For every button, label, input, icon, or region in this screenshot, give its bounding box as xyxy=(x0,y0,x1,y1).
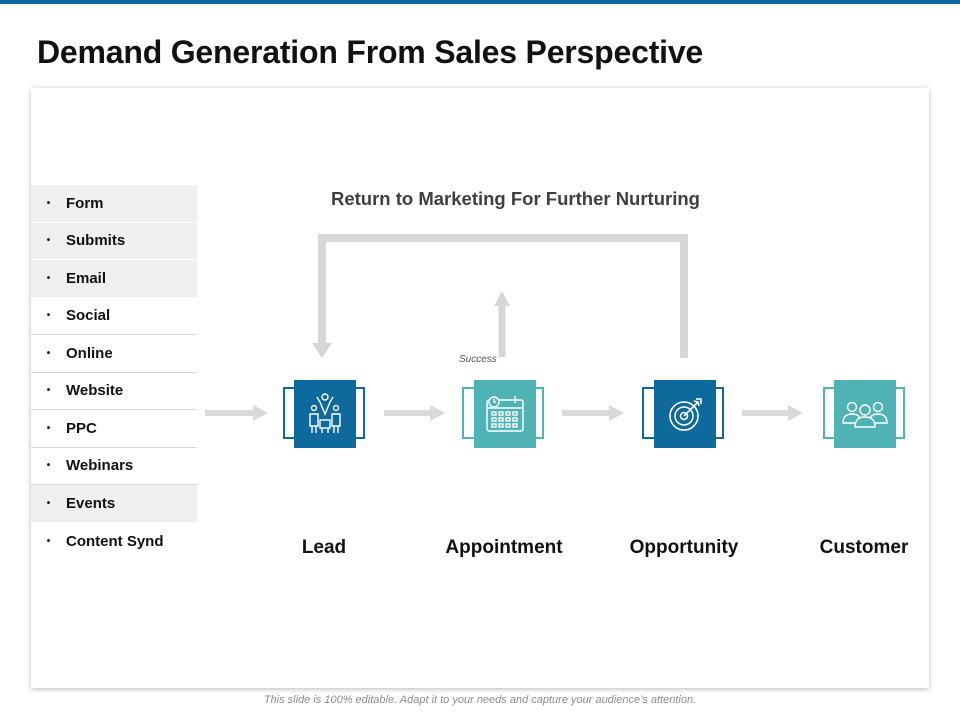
bullet-icon: • xyxy=(46,535,51,547)
channel-item: • Content Synd xyxy=(31,522,197,560)
appointment-to-opportunity-arrow xyxy=(562,405,624,421)
top-accent-bar xyxy=(0,0,960,4)
calendar-icon xyxy=(486,396,524,432)
appointment-box xyxy=(474,380,536,448)
slide-title: Demand Generation From Sales Perspective xyxy=(37,34,704,70)
stage-label-lead: Lead xyxy=(301,537,347,558)
feedback-arrowhead xyxy=(312,343,332,358)
lead-box xyxy=(294,380,356,448)
bullet-icon: • xyxy=(46,385,51,397)
bullet-icon: • xyxy=(46,460,51,472)
channel-label: Online xyxy=(66,344,113,362)
channel-label: Webinars xyxy=(66,457,134,475)
channel-label: Submits xyxy=(66,232,126,250)
stage-label-customer: Customer xyxy=(819,537,909,558)
bullet-icon: • xyxy=(46,197,51,209)
channel-item: • Website xyxy=(31,372,197,410)
channel-item: • PPC xyxy=(31,410,197,448)
bullet-icon: • xyxy=(46,422,51,434)
channels-to-lead-arrow xyxy=(205,405,268,421)
channel-list: • Form • Submits • Email • Social • Online • W… xyxy=(31,185,197,560)
channel-item: • Submits xyxy=(31,222,197,260)
target-icon xyxy=(669,398,702,431)
stage-label-opportunity: Opportunity xyxy=(629,537,739,558)
channel-label: Form xyxy=(66,194,104,212)
channel-item: • Webinars xyxy=(31,447,197,485)
bullet-icon: • xyxy=(46,310,51,322)
channel-label: Website xyxy=(66,382,124,400)
channel-label: Events xyxy=(66,494,116,512)
channel-item: • Online xyxy=(31,335,197,373)
channel-label: Email xyxy=(66,269,107,287)
channel-item: • Form xyxy=(31,185,197,223)
channel-item: • Social xyxy=(31,297,197,335)
success-arrowhead xyxy=(494,291,510,306)
stage-label-appointment: Appointment xyxy=(445,537,563,558)
channel-item: • Email xyxy=(31,260,197,298)
bullet-icon: • xyxy=(46,235,51,247)
feedback-label: Return to Marketing For Further Nurturin… xyxy=(331,188,700,209)
customer-box xyxy=(834,380,896,448)
bullet-icon: • xyxy=(46,497,51,509)
opportunity-box xyxy=(654,380,716,448)
channel-label: PPC xyxy=(66,419,97,437)
footer-note: This slide is 100% editable. Adapt it to… xyxy=(263,694,697,706)
feedback-loop-arrow xyxy=(318,234,688,358)
lead-to-appointment-arrow xyxy=(384,405,445,421)
bullet-icon: • xyxy=(46,347,51,359)
channel-label: Social xyxy=(66,307,111,325)
success-label: Success xyxy=(459,354,497,365)
opportunity-to-customer-arrow xyxy=(742,405,803,421)
team-leader-icon xyxy=(309,393,341,433)
group-icon xyxy=(842,401,888,428)
channel-label: Content Synd xyxy=(66,532,164,550)
bullet-icon: • xyxy=(46,272,51,284)
channel-item: • Events xyxy=(31,485,197,523)
